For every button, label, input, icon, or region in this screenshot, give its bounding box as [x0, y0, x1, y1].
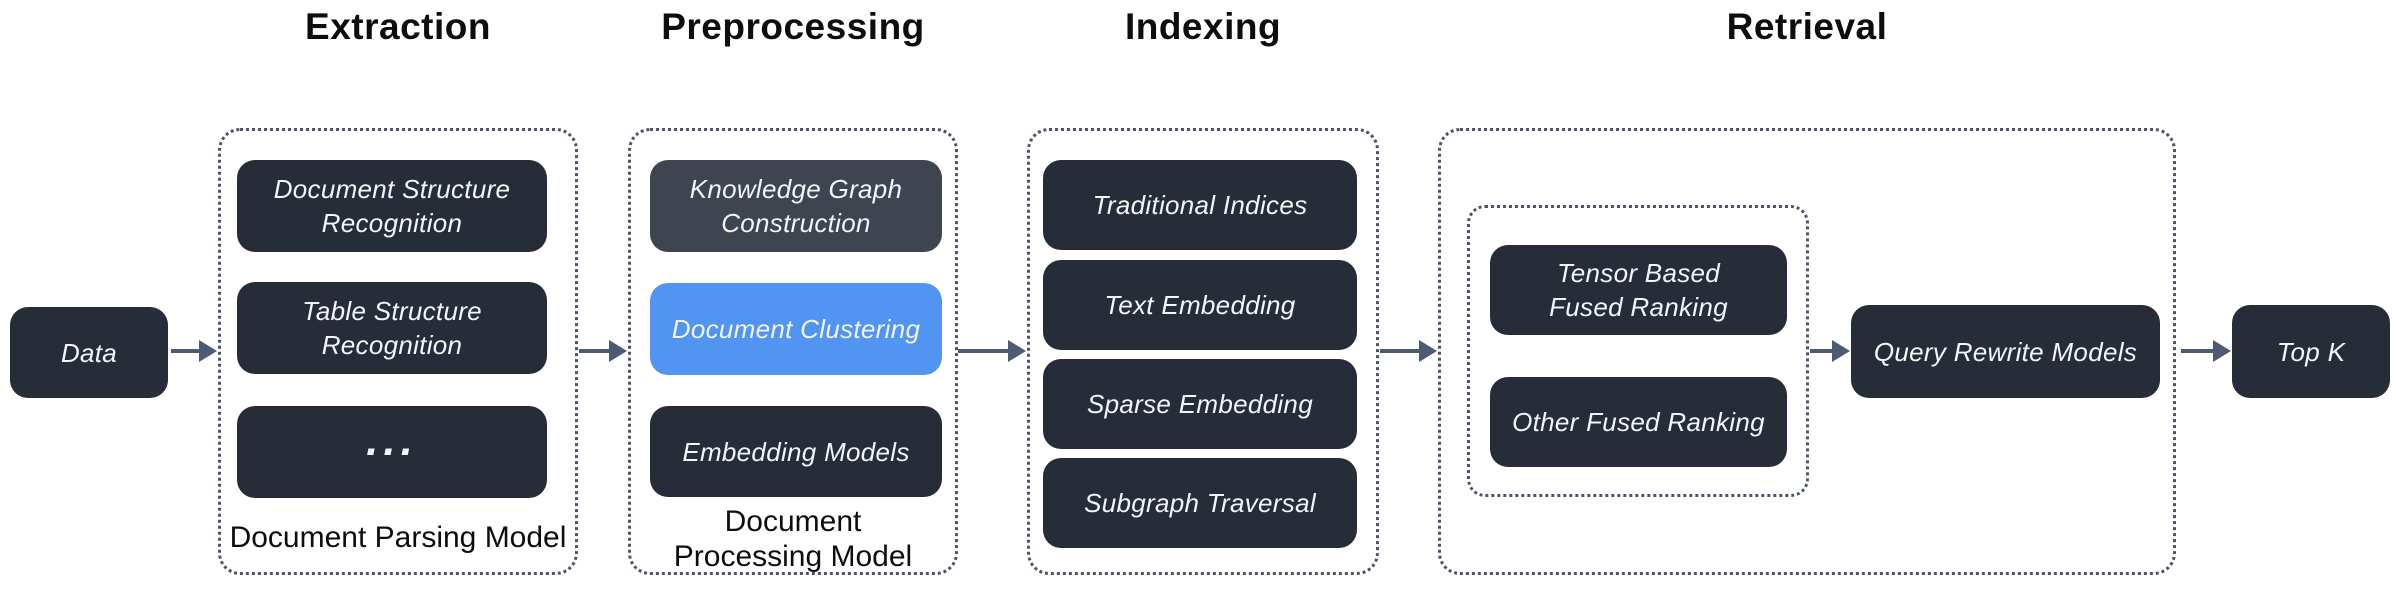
arrow-head — [1008, 340, 1026, 362]
query-rewrite-models-node: Query Rewrite Models — [1851, 305, 2160, 398]
arrow-shaft — [579, 349, 614, 353]
text-embedding-node: Text Embedding — [1043, 260, 1357, 350]
stage-title-indexing: Indexing — [1124, 6, 1282, 47]
node-label: Subgraph Traversal — [1084, 488, 1316, 518]
arrow-shaft — [1380, 349, 1424, 353]
knowledge-graph-construction-node: Knowledge Graph Construction — [650, 160, 942, 252]
arrow-head — [1832, 340, 1850, 362]
embedding-models-node: Embedding Models — [650, 406, 942, 497]
node-label: Text Embedding — [1104, 290, 1296, 320]
arrow-fused-to-query-rewrite — [1810, 339, 1850, 363]
arrow-extraction-to-preprocessing — [579, 339, 627, 363]
top-k-node: Top K — [2232, 305, 2390, 398]
document-clustering-node: Document Clustering — [650, 283, 942, 375]
data-node: Data — [10, 307, 168, 398]
arrow-head — [609, 340, 627, 362]
sparse-embedding-node: Sparse Embedding — [1043, 359, 1357, 449]
retrieval-container — [1438, 128, 2176, 575]
arrow-shaft — [958, 349, 1013, 353]
arrow-head — [2213, 340, 2231, 362]
table-structure-recognition-node: Table Structure Recognition — [237, 282, 547, 374]
traditional-indices-node: Traditional Indices — [1043, 160, 1357, 250]
node-label: Traditional Indices — [1092, 190, 1308, 220]
top-k-label: Top K — [2276, 336, 2346, 367]
node-label: Document Structure Recognition — [273, 174, 511, 238]
node-label: Table Structure Recognition — [302, 296, 482, 360]
data-node-label: Data — [60, 337, 118, 368]
preprocessing-caption: Document Processing Model — [673, 505, 913, 573]
arrow-data-to-extraction — [171, 339, 217, 363]
tensor-based-fused-ranking-node: Tensor Based Fused Ranking — [1490, 245, 1787, 335]
fused-ranking-container — [1467, 205, 1809, 497]
node-label: Query Rewrite Models — [1873, 336, 2138, 367]
arrow-preprocessing-to-indexing — [958, 339, 1026, 363]
indexing-container — [1027, 128, 1379, 575]
arrow-shaft — [2181, 349, 2218, 353]
node-label: Embedding Models — [682, 436, 910, 467]
node-label: Document Clustering — [671, 314, 921, 344]
other-fused-ranking-node: Other Fused Ranking — [1490, 377, 1787, 467]
extraction-caption: Document Parsing Model — [229, 521, 567, 554]
arrow-head — [199, 340, 217, 362]
preprocessing-container — [628, 128, 958, 575]
arrow-shaft — [1810, 349, 1837, 353]
node-label: Sparse Embedding — [1087, 389, 1313, 419]
stage-title-extraction: Extraction — [305, 6, 491, 47]
stage-title-preprocessing: Preprocessing — [661, 6, 925, 47]
node-label: Tensor Based Fused Ranking — [1549, 258, 1728, 322]
node-label: Knowledge Graph Construction — [689, 174, 903, 238]
extraction-container — [218, 128, 578, 575]
arrow-head — [1419, 340, 1437, 362]
ellipsis-label: ... — [366, 416, 418, 465]
node-label: Other Fused Ranking — [1512, 407, 1765, 437]
arrow-shaft — [171, 349, 204, 353]
stage-title-retrieval: Retrieval — [1726, 6, 1888, 47]
subgraph-traversal-node: Subgraph Traversal — [1043, 458, 1357, 548]
arrow-indexing-to-retrieval — [1380, 339, 1437, 363]
ellipsis-node: ... — [237, 406, 547, 498]
document-structure-recognition-node: Document Structure Recognition — [237, 160, 547, 252]
arrow-retrieval-to-topk — [2181, 339, 2231, 363]
